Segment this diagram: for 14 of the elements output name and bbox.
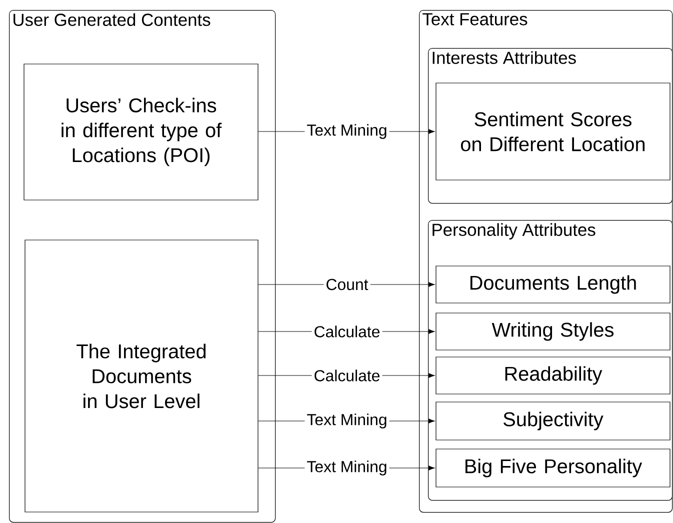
process-box: Readability [436, 356, 670, 394]
process-box: The Integrated Documents in User Level [24, 240, 258, 512]
edge-label: Text Mining [304, 412, 390, 430]
process-box: Big Five Personality [436, 448, 670, 488]
process-box: Writing Styles [436, 312, 670, 350]
process-box: Documents Length [436, 266, 670, 304]
process-box: Sentiment Scores on Different Location [436, 82, 670, 180]
process-box: Subjectivity [436, 402, 670, 440]
edge-label: Calculate [312, 324, 382, 340]
edge-label: Count [324, 276, 370, 292]
edge-label: Text Mining [304, 122, 390, 141]
edge-label: Text Mining [304, 458, 390, 478]
process-box: Users’ Check-ins in different type of Locations (POI) [24, 64, 258, 200]
edge-label: Calculate [312, 368, 382, 384]
